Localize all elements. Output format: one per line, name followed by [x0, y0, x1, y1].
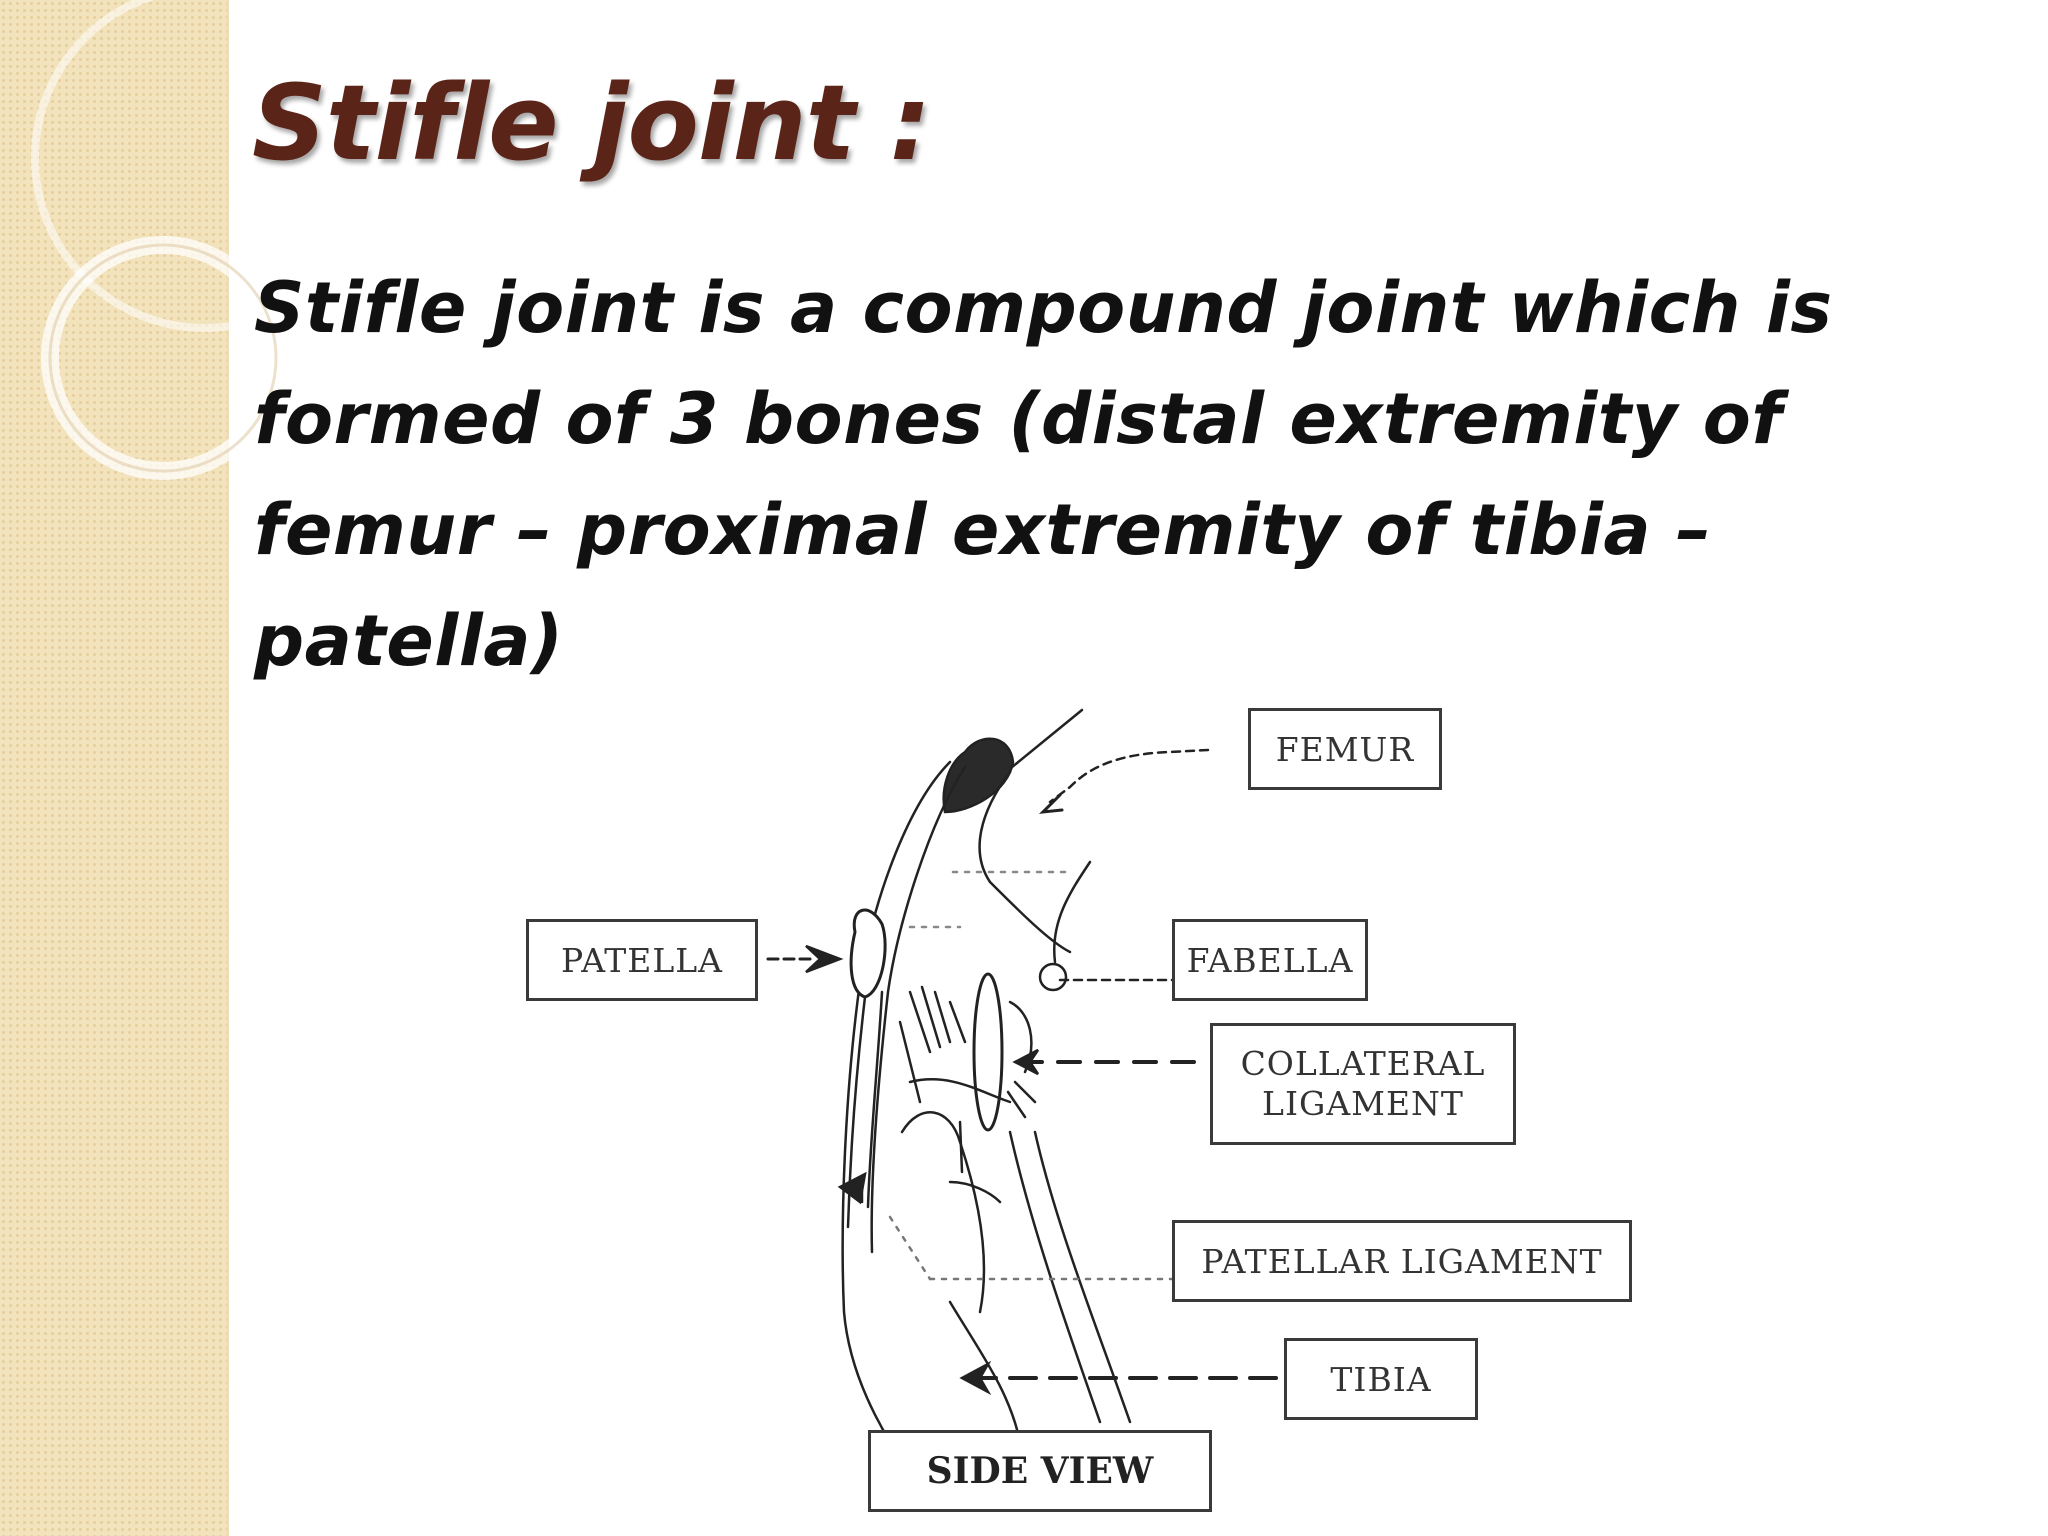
- fibula-line: [1033, 1130, 1132, 1424]
- front-inner-outline: [870, 765, 967, 1254]
- collateral-arrowhead: [1012, 1048, 1040, 1076]
- collateral-ligament-shape: [972, 972, 1004, 1132]
- decorative-rings: [31, 0, 300, 480]
- femur-arrowhead: [1038, 793, 1064, 814]
- femur-leader: [1048, 748, 1210, 804]
- femur-condyle-curve: [1052, 860, 1092, 964]
- decorative-ring-large: [31, 0, 300, 332]
- stifle-joint-diagram: FEMUR PATELLA FABELLA COLLATERAL LIGAMEN…: [510, 662, 1670, 1522]
- label-collateral-line1: COLLATERAL: [1240, 1044, 1486, 1083]
- upper-sesamoid: [942, 737, 1015, 814]
- patella-arrowhead: [805, 944, 844, 974]
- label-tibia: TIBIA: [1284, 1338, 1478, 1420]
- label-fabella: FABELLA: [1172, 919, 1368, 1001]
- label-collateral-ligament: COLLATERAL LIGAMENT: [1210, 1023, 1516, 1145]
- label-patella: PATELLA: [526, 919, 758, 1001]
- femur-shaft-line: [1004, 708, 1084, 774]
- stifle-joint-illustration: [766, 708, 1287, 1504]
- label-femur: FEMUR: [1248, 708, 1442, 790]
- tibia-detail: [948, 1120, 1002, 1204]
- decorative-ring-small-shadow: [48, 243, 278, 473]
- patellar-ligament-line: [846, 995, 867, 1229]
- label-collateral-line2: LIGAMENT: [1262, 1084, 1464, 1123]
- tibia-arrowhead: [959, 1360, 992, 1396]
- label-patellar-ligament: PATELLAR LIGAMENT: [1172, 1220, 1632, 1302]
- slide-title: Stifle joint :: [252, 62, 931, 184]
- tuberosity-arrow: [837, 1171, 867, 1205]
- label-side-view: SIDE VIEW: [868, 1430, 1212, 1512]
- tibia-crest: [900, 1111, 986, 1314]
- front-outline: [841, 760, 952, 1504]
- meniscus-line: [908, 1078, 1012, 1104]
- tibia-back-line: [948, 1300, 1022, 1444]
- patellar-ligament-line-inner: [866, 990, 884, 1209]
- slide-body-text: Stifle joint is a compound joint which i…: [254, 267, 1833, 682]
- patella-bone: [849, 908, 887, 999]
- femur-back-curve: [978, 770, 1072, 954]
- tibia-shaft-line: [1008, 1130, 1102, 1424]
- patellar-ligament-leader-diag: [888, 1215, 932, 1281]
- joint-hatching: [898, 985, 967, 1104]
- fabella-bone: [1038, 962, 1068, 992]
